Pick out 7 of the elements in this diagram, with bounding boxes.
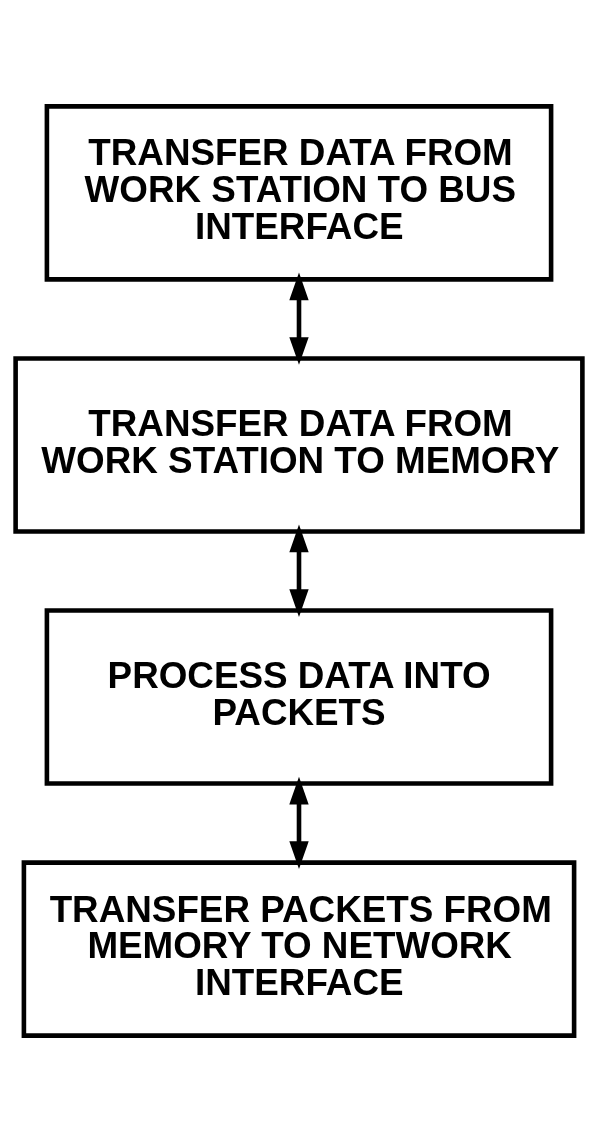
arrow <box>289 524 309 617</box>
node-box: TRANSFER PACKETS FROM MEMORY TO NETWORK INTERFACE <box>21 859 577 1038</box>
node-box: TRANSFER DATA FROM WORK STATION TO BUS INTERFACE <box>44 103 554 282</box>
arrow <box>289 776 309 869</box>
arrow <box>289 272 309 365</box>
node-box: TRANSFER DATA FROM WORK STATION TO MEMORY <box>13 355 585 534</box>
node-box: PROCESS DATA INTO PACKETS <box>44 607 554 786</box>
